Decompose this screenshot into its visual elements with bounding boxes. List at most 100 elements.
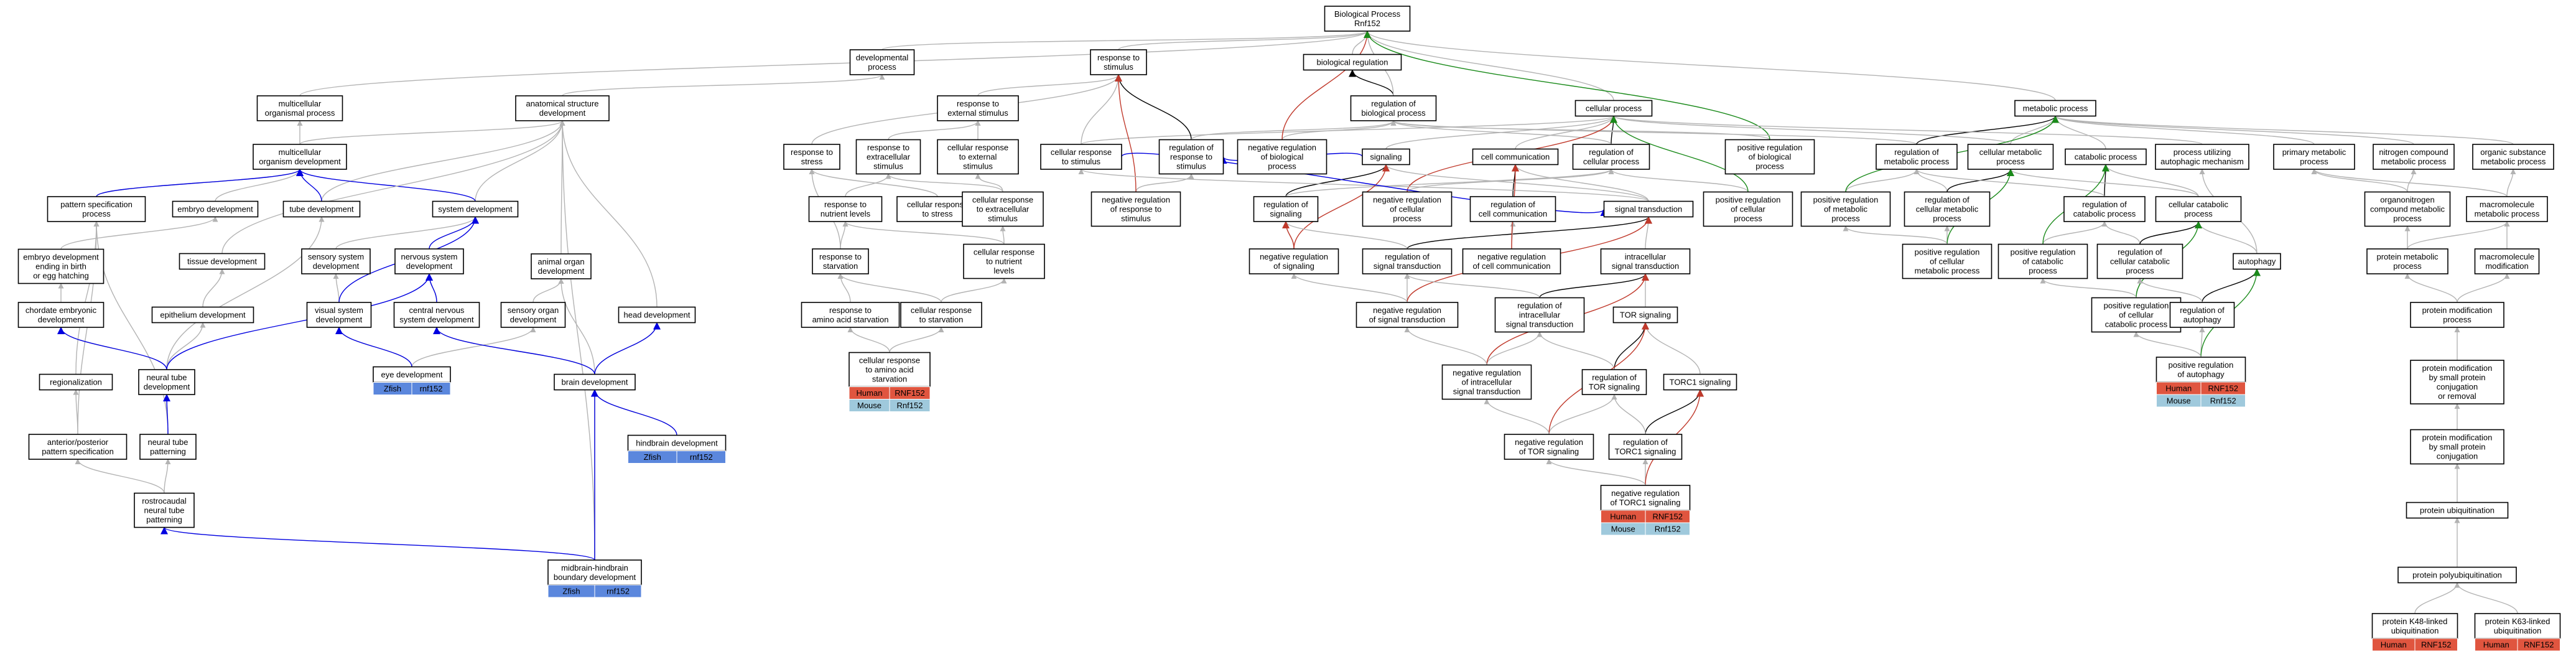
- node-embdev[interactable]: embryo development: [172, 200, 259, 218]
- node-protubiq[interactable]: protein ubiquitination: [2406, 502, 2509, 519]
- node-torsig[interactable]: TOR signaling: [1612, 306, 1678, 324]
- node-tubedev[interactable]: tube development: [282, 200, 361, 218]
- node-regionalization[interactable]: regionalization: [39, 373, 113, 391]
- node-metproc[interactable]: metabolic process: [2014, 100, 2096, 117]
- node-braindev[interactable]: brain development: [554, 373, 636, 391]
- node-catab[interactable]: catabolic process: [2065, 148, 2147, 166]
- node-torc1[interactable]: TORC1 signaling: [1663, 373, 1737, 391]
- node-tissdev[interactable]: tissue development: [179, 253, 266, 270]
- node-sigtrans[interactable]: signal transduction: [1603, 200, 1694, 218]
- node-signaling[interactable]: signaling: [1362, 148, 1410, 166]
- node-protpolyubiq[interactable]: protein polyubiquitination: [2397, 566, 2517, 584]
- node-headdev[interactable]: head development: [618, 306, 696, 324]
- node-autophagy[interactable]: autophagy: [2233, 253, 2281, 270]
- node-cellproc[interactable]: cellular process: [1574, 100, 1653, 117]
- node-biolreg[interactable]: biological regulation: [1303, 54, 1402, 71]
- node-sysdev[interactable]: system development: [432, 200, 519, 218]
- node-cellcomm[interactable]: cell communication: [1472, 148, 1559, 166]
- node-epidev[interactable]: epithelium development: [151, 306, 254, 324]
